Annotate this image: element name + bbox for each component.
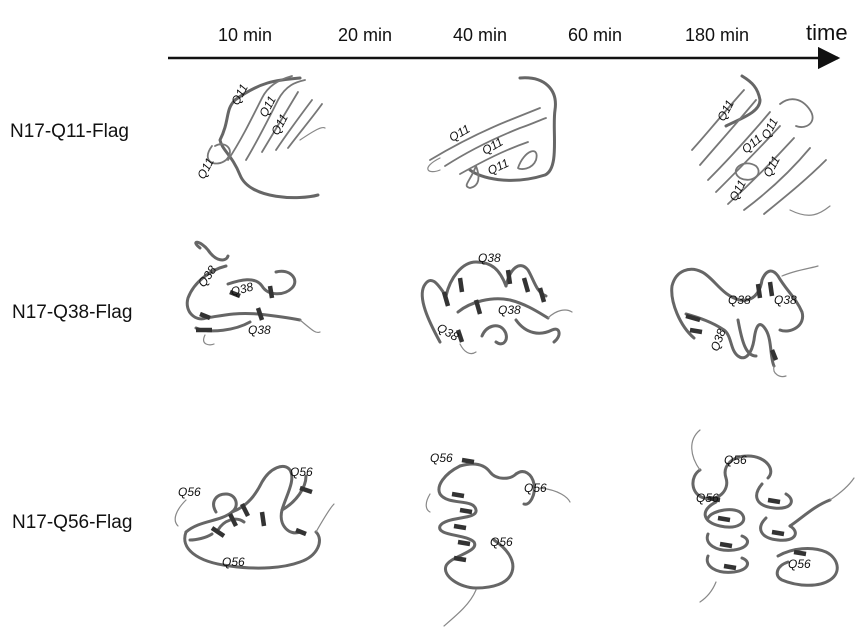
q56-label-180min-c: Q56 bbox=[788, 557, 811, 571]
time-axis: time 10 min 20 min 40 min 60 min 180 min bbox=[168, 20, 848, 58]
time-axis-title: time bbox=[806, 20, 848, 45]
q56-label-180min-a: Q56 bbox=[724, 453, 747, 467]
q38-label-40min-a: Q38 bbox=[478, 251, 501, 265]
q56-label-40min-c: Q56 bbox=[490, 535, 513, 549]
q11-structure-10min: Q11 Q11 Q11 Q11 bbox=[194, 76, 325, 198]
q56-label-10min-c: Q56 bbox=[222, 555, 245, 569]
q56-structure-40min: Q56 Q56 Q56 bbox=[426, 451, 570, 626]
q11-label-10min-a: Q11 bbox=[228, 82, 251, 108]
q38-label-180min-b: Q38 bbox=[774, 293, 797, 307]
q38-label-10min-c: Q38 bbox=[248, 323, 271, 337]
q38-structure-40min: Q38 Q38 Q38 bbox=[422, 251, 572, 354]
tick-40-min: 40 min bbox=[453, 25, 507, 45]
q38-label-180min-a: Q38 bbox=[728, 293, 751, 307]
q38-label-10min-a: Q38 bbox=[195, 263, 220, 290]
q11-structure-180min: Q11 Q11 Q11 Q11 Q11 bbox=[692, 76, 830, 215]
q56-label-40min-a: Q56 bbox=[430, 451, 453, 465]
tick-60-min: 60 min bbox=[568, 25, 622, 45]
q56-structure-180min: Q56 Q56 Q56 bbox=[692, 430, 854, 602]
q56-label-180min-b: Q56 bbox=[696, 491, 719, 505]
row-label-q56: N17-Q56-Flag bbox=[12, 512, 132, 533]
q11-label-180min-b: Q11 bbox=[758, 116, 781, 142]
q38-structure-10min: Q38 Q38 Q38 bbox=[187, 242, 320, 345]
q56-label-40min-b: Q56 bbox=[524, 481, 547, 495]
q11-label-40min-a: Q11 bbox=[447, 122, 473, 145]
row-label-q38: N17-Q38-Flag bbox=[12, 302, 132, 323]
tick-10-min: 10 min bbox=[218, 25, 272, 45]
q11-label-180min-d: Q11 bbox=[760, 154, 783, 180]
q38-label-40min-b: Q38 bbox=[498, 303, 521, 317]
q11-structure-40min: Q11 Q11 Q11 bbox=[428, 78, 556, 188]
q56-label-10min-b: Q56 bbox=[290, 465, 313, 479]
q56-label-10min-a: Q56 bbox=[178, 485, 201, 499]
tick-180-min: 180 min bbox=[685, 25, 749, 45]
q11-label-40min-b: Q11 bbox=[480, 135, 506, 158]
q11-label-10min-d: Q11 bbox=[194, 156, 217, 182]
q56-structure-10min: Q56 Q56 Q56 bbox=[175, 465, 334, 569]
row-label-q11: N17-Q11-Flag bbox=[10, 121, 129, 142]
q38-structure-180min: Q38 Q38 Q38 bbox=[672, 266, 818, 377]
tick-20-min: 20 min bbox=[338, 25, 392, 45]
q11-label-180min-e: Q11 bbox=[726, 178, 749, 204]
